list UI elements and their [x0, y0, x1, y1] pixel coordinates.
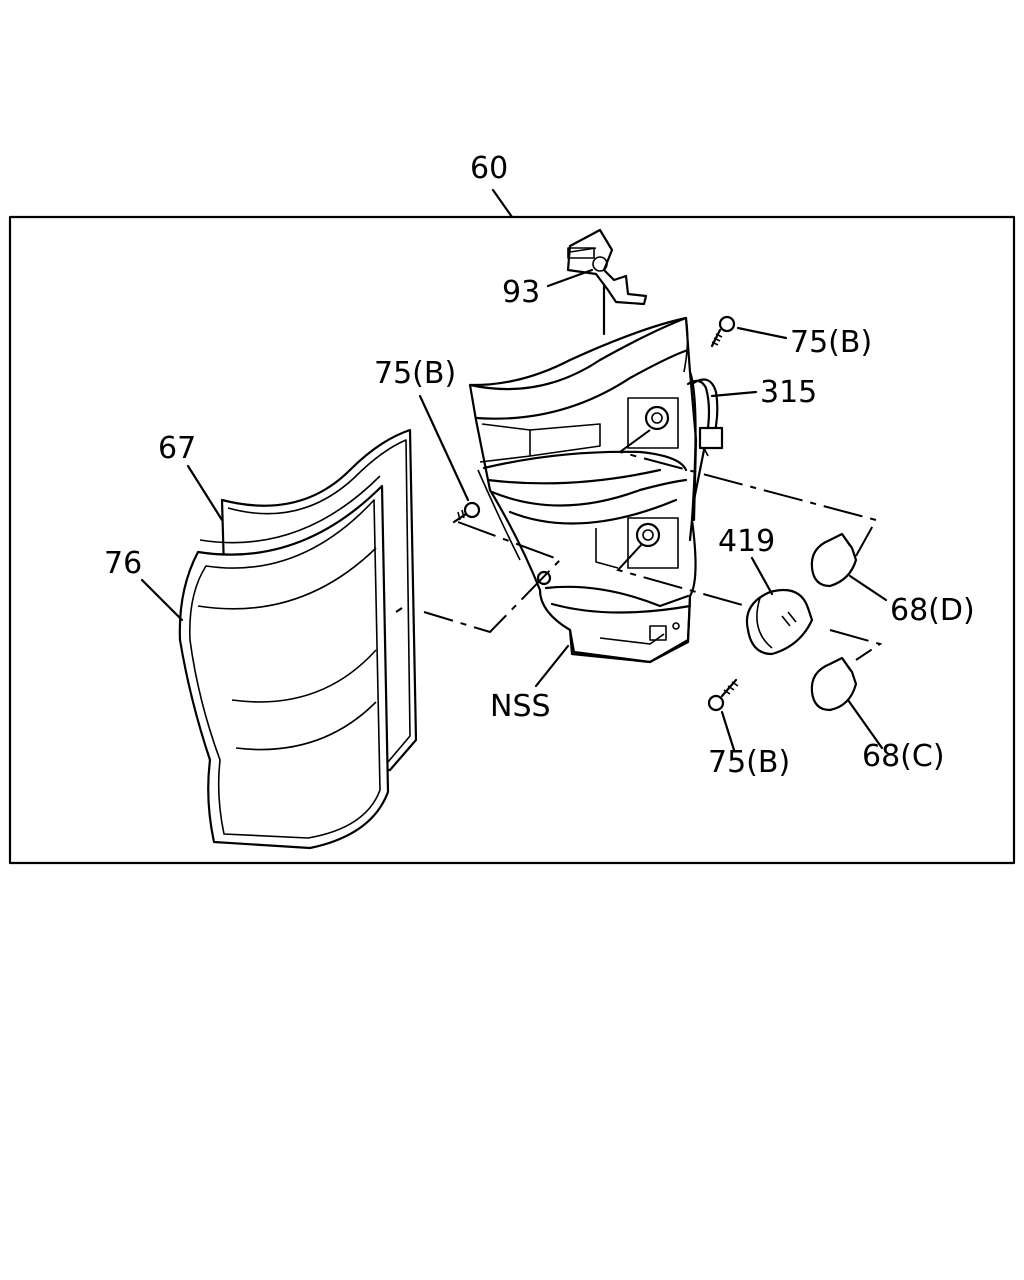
label-75b-top-right: 75(B): [790, 325, 872, 360]
label-67: 67: [158, 431, 196, 466]
label-nss: NSS: [490, 689, 551, 724]
screw-bottom: [707, 678, 739, 712]
screw-top-right: [710, 315, 736, 348]
leader-lines: [140, 268, 888, 752]
lamp-housing: [468, 316, 698, 664]
label-93: 93: [502, 275, 540, 310]
label-68c: 68(C): [862, 739, 945, 774]
bulb-68c: [810, 656, 858, 712]
assembly-lines: [395, 429, 883, 661]
wire-harness: [686, 378, 724, 542]
label-60: 60: [470, 151, 508, 186]
label-315: 315: [760, 375, 817, 410]
bracket: [566, 228, 648, 336]
bulb-419: [745, 588, 814, 656]
label-68d: 68(D): [890, 593, 975, 628]
lens: [178, 484, 390, 850]
label-75b-bottom: 75(B): [708, 745, 790, 780]
label-419: 419: [718, 524, 775, 559]
bulb-68d: [810, 532, 858, 588]
label-75b-left: 75(B): [374, 356, 456, 391]
label-76: 76: [104, 546, 142, 581]
lens-and-gasket: [178, 428, 418, 850]
screw-left: [452, 501, 481, 524]
